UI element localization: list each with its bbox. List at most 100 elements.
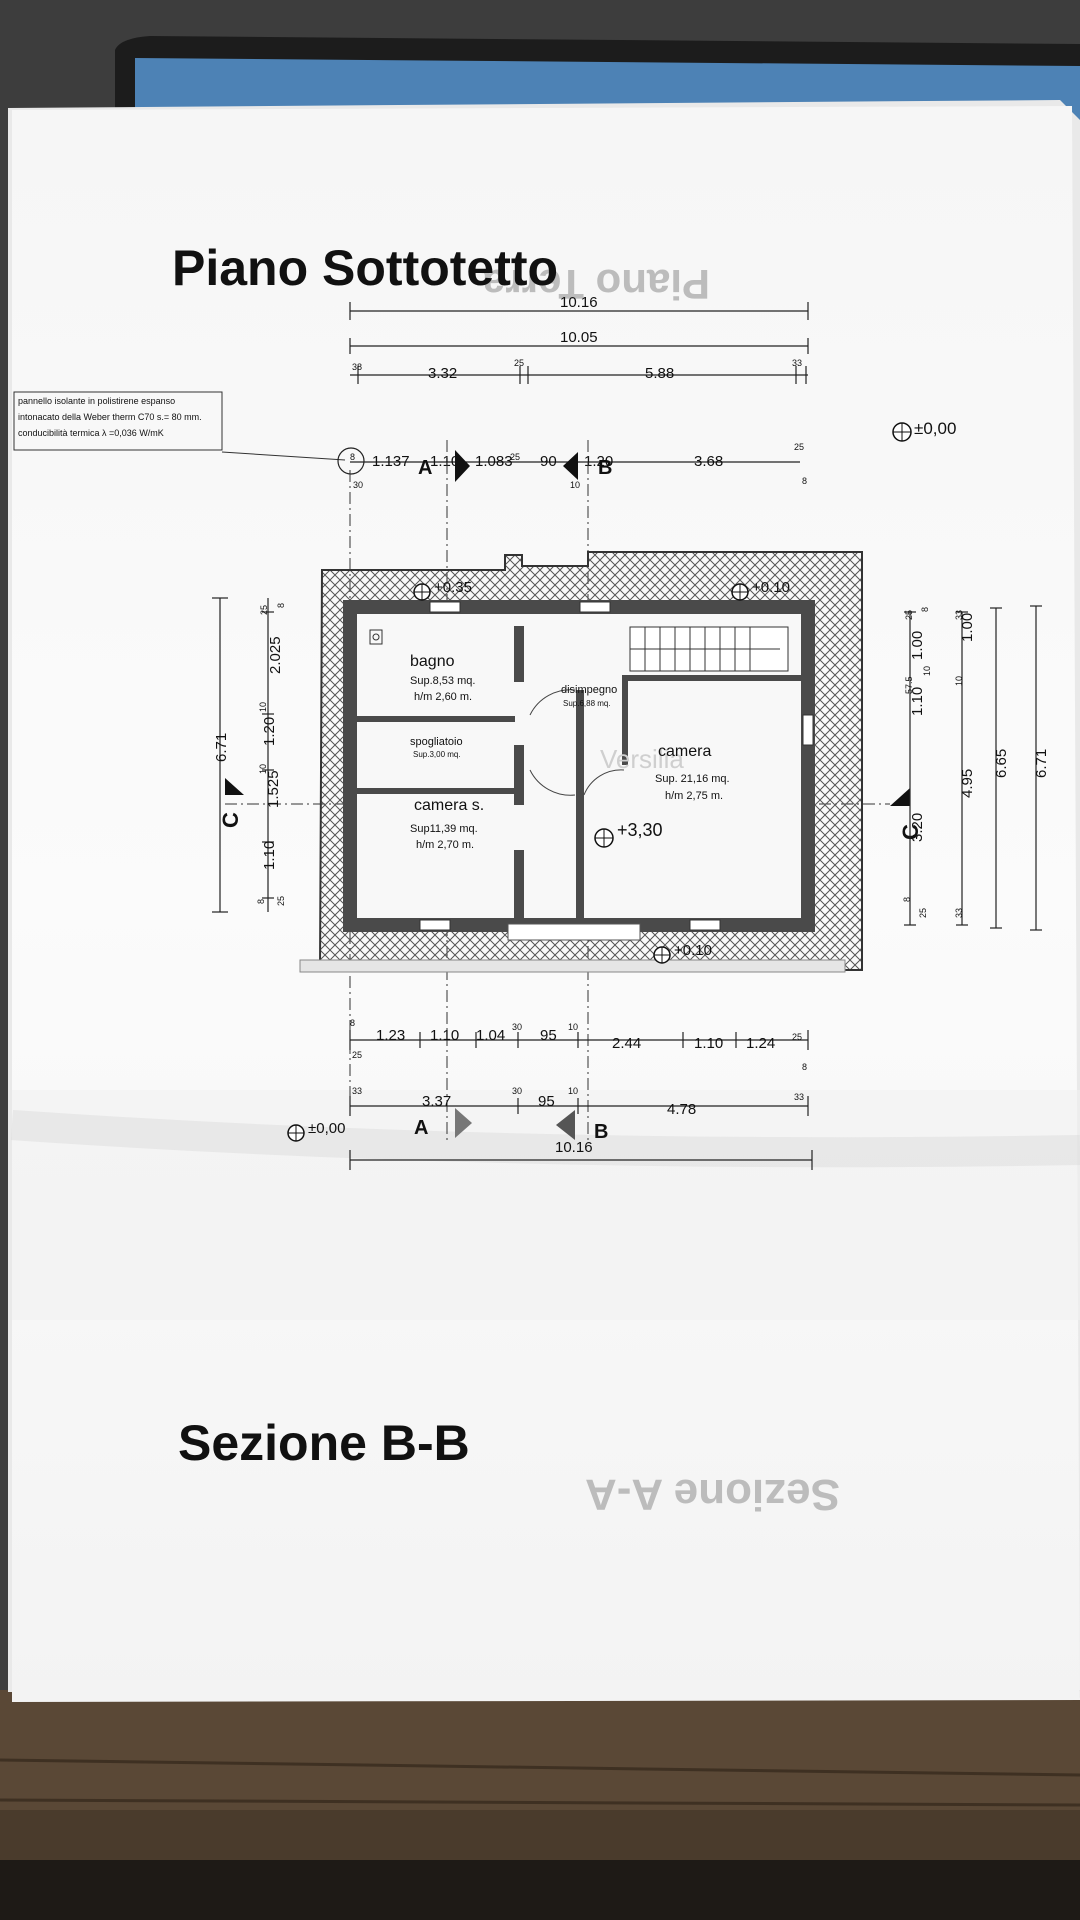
section-marker-a-top: A [418, 450, 470, 482]
dim-bottom-1: 8 [350, 1018, 355, 1028]
level-floor-label: +3,30 [617, 820, 663, 840]
level-marker-roof-right: +0.10 [731, 579, 790, 601]
level-marker-floor: +3,30 [594, 820, 663, 848]
dim-bottom-4: 1.04 [476, 1027, 505, 1044]
level-roof-right-label: +0.10 [752, 579, 790, 596]
room-disimpegno-name: disimpegno [561, 684, 617, 696]
section-marker-c-left: C [218, 778, 244, 828]
section-a-bottom-label: A [414, 1117, 428, 1139]
level-ground-left-label: ±0,00 [308, 1120, 345, 1137]
watermark: Versilia [600, 744, 684, 774]
dim-right-6: 1.10 [909, 687, 926, 716]
room-camera-name: camera [658, 743, 711, 760]
dim-left-10: 25 [276, 896, 286, 906]
section-marker-b-bottom: B [556, 1110, 608, 1143]
dim-detail-low-1: 8 [350, 452, 355, 462]
dim-left-2: 8 [276, 603, 286, 608]
room-camera-s-h: h/m 2,70 m. [416, 839, 474, 851]
bottom-dimensions [349, 1030, 813, 1170]
dim-right-3: 1.00 [909, 631, 926, 660]
dim-left-5: 1.20 [261, 717, 278, 746]
dim-detail-5: 90 [540, 453, 557, 470]
dim-bottom-10: 1.24 [746, 1035, 775, 1052]
dim-overall-outer: 10.16 [560, 294, 598, 311]
dim-right-mid-5: 33 [954, 908, 964, 918]
dim-detail-4: 25 [510, 452, 520, 462]
room-bagno-sup: Sup.8,53 mq. [410, 675, 475, 687]
dim-top-5: 33 [792, 358, 802, 368]
level-marker-roof-left: +0.35 [413, 579, 472, 601]
dim-bottom2-7: 33 [794, 1092, 804, 1102]
dim-left-4: 10 [258, 702, 268, 712]
dim-bottom-11: 25 [792, 1032, 802, 1042]
dim-bottom-5: 30 [512, 1022, 522, 1032]
dim-right-8: 8 [902, 897, 912, 902]
level-marker-bottom: +0.10 [653, 942, 712, 964]
dim-bottom-8: 2.44 [612, 1035, 641, 1052]
dim-left-9: 8 [256, 899, 266, 904]
dim-detail-1: 1.137 [372, 453, 410, 470]
dim-top-3: 25 [514, 358, 524, 368]
room-camera-s-name: camera s. [414, 797, 484, 814]
room-bagno-name: bagno [410, 653, 455, 670]
level-roof-left-label: +0.35 [434, 579, 472, 596]
dim-right-1: 25 [904, 610, 914, 620]
dim-left-3: 2.025 [267, 636, 284, 674]
dim-left-7: 1.525 [265, 770, 282, 808]
insulation-note-line-3: conducibilità termica λ =0,036 W/mK [18, 428, 164, 438]
dim-right-9: 25 [918, 908, 928, 918]
dim-detail-3: 1.083 [475, 453, 513, 470]
room-disimpegno-sup: Sup.6,88 mq. [563, 699, 611, 708]
floor-plan [299, 551, 863, 973]
dim-right-7: 3.20 [909, 813, 926, 842]
room-disimpegno: disimpegno Sup.6,88 mq. [561, 684, 617, 708]
dim-bottom-7: 10 [568, 1022, 578, 1032]
dim-right-2: 8 [920, 607, 930, 612]
dim-bottom2-2: 3.37 [422, 1093, 451, 1110]
dim-bottom2-4: 95 [538, 1093, 555, 1110]
detail-callout-circle [337, 447, 365, 475]
dim-right-mid-4: 4.95 [959, 769, 976, 798]
dim-top-1: 38 [352, 362, 362, 372]
section-marker-b-top: B [563, 452, 612, 480]
dim-right-4: 10 [922, 666, 932, 676]
room-spogliatoio-sup: Sup.3,00 mq. [413, 750, 461, 759]
insulation-note: pannello isolante in polistirene espanso… [13, 391, 346, 461]
dim-bottom2-1: 33 [352, 1086, 362, 1096]
dim-left-6: 10 [258, 764, 268, 774]
dim-right-5: 57.5 [904, 676, 914, 694]
ghost-section-title: Sezione A-A [585, 1470, 840, 1519]
dim-bottom2-3: 30 [512, 1086, 522, 1096]
room-spogliatoio-name: spogliatoio [410, 736, 463, 748]
room-camera-s: camera s. Sup11,39 mq. h/m 2,70 m. [410, 797, 484, 851]
dim-detail-8: 25 [794, 442, 804, 452]
room-spogliatoio: spogliatoio Sup.3,00 mq. [410, 736, 463, 759]
dim-bottom-overall: 10.16 [555, 1139, 593, 1156]
dim-bottom-3: 1.10 [430, 1027, 459, 1044]
left-dimensions [212, 597, 274, 913]
level-bottom-label: +0.10 [674, 942, 712, 959]
section-b-bottom-label: B [594, 1121, 608, 1143]
section-title: Sezione B-B [178, 1415, 470, 1471]
section-b-top-label: B [598, 457, 612, 479]
dim-bottom-2: 1.23 [376, 1027, 405, 1044]
dim-right-mid-1: 10 [954, 676, 964, 686]
dim-right-mid-2: 1.00 [959, 613, 976, 642]
dim-detail-low-3: 10 [570, 480, 580, 490]
right-dimensions [904, 605, 1042, 931]
dim-detail-6: 1.20 [584, 453, 613, 470]
level-ground-right-label: ±0,00 [914, 419, 956, 438]
dim-left-8: 1.10 [261, 841, 278, 870]
dim-left-overall: 6.71 [213, 733, 230, 762]
room-bagno: bagno Sup.8,53 mq. h/m 2,60 m. [410, 653, 475, 703]
dim-bottom-6: 95 [540, 1027, 557, 1044]
dim-detail-2: 1.10 [430, 453, 459, 470]
dim-right-overall-a: 6.65 [993, 749, 1010, 778]
room-camera-sup: Sup. 21,16 mq. [655, 773, 730, 785]
dim-detail-low-2: 30 [353, 480, 363, 490]
room-camera: camera Sup. 21,16 mq. h/m 2,75 m. [655, 743, 730, 802]
plan-title: Piano Sottotetto [172, 240, 558, 296]
dim-overall-inner: 10.05 [560, 329, 598, 346]
dim-top-2: 3.32 [428, 365, 457, 382]
